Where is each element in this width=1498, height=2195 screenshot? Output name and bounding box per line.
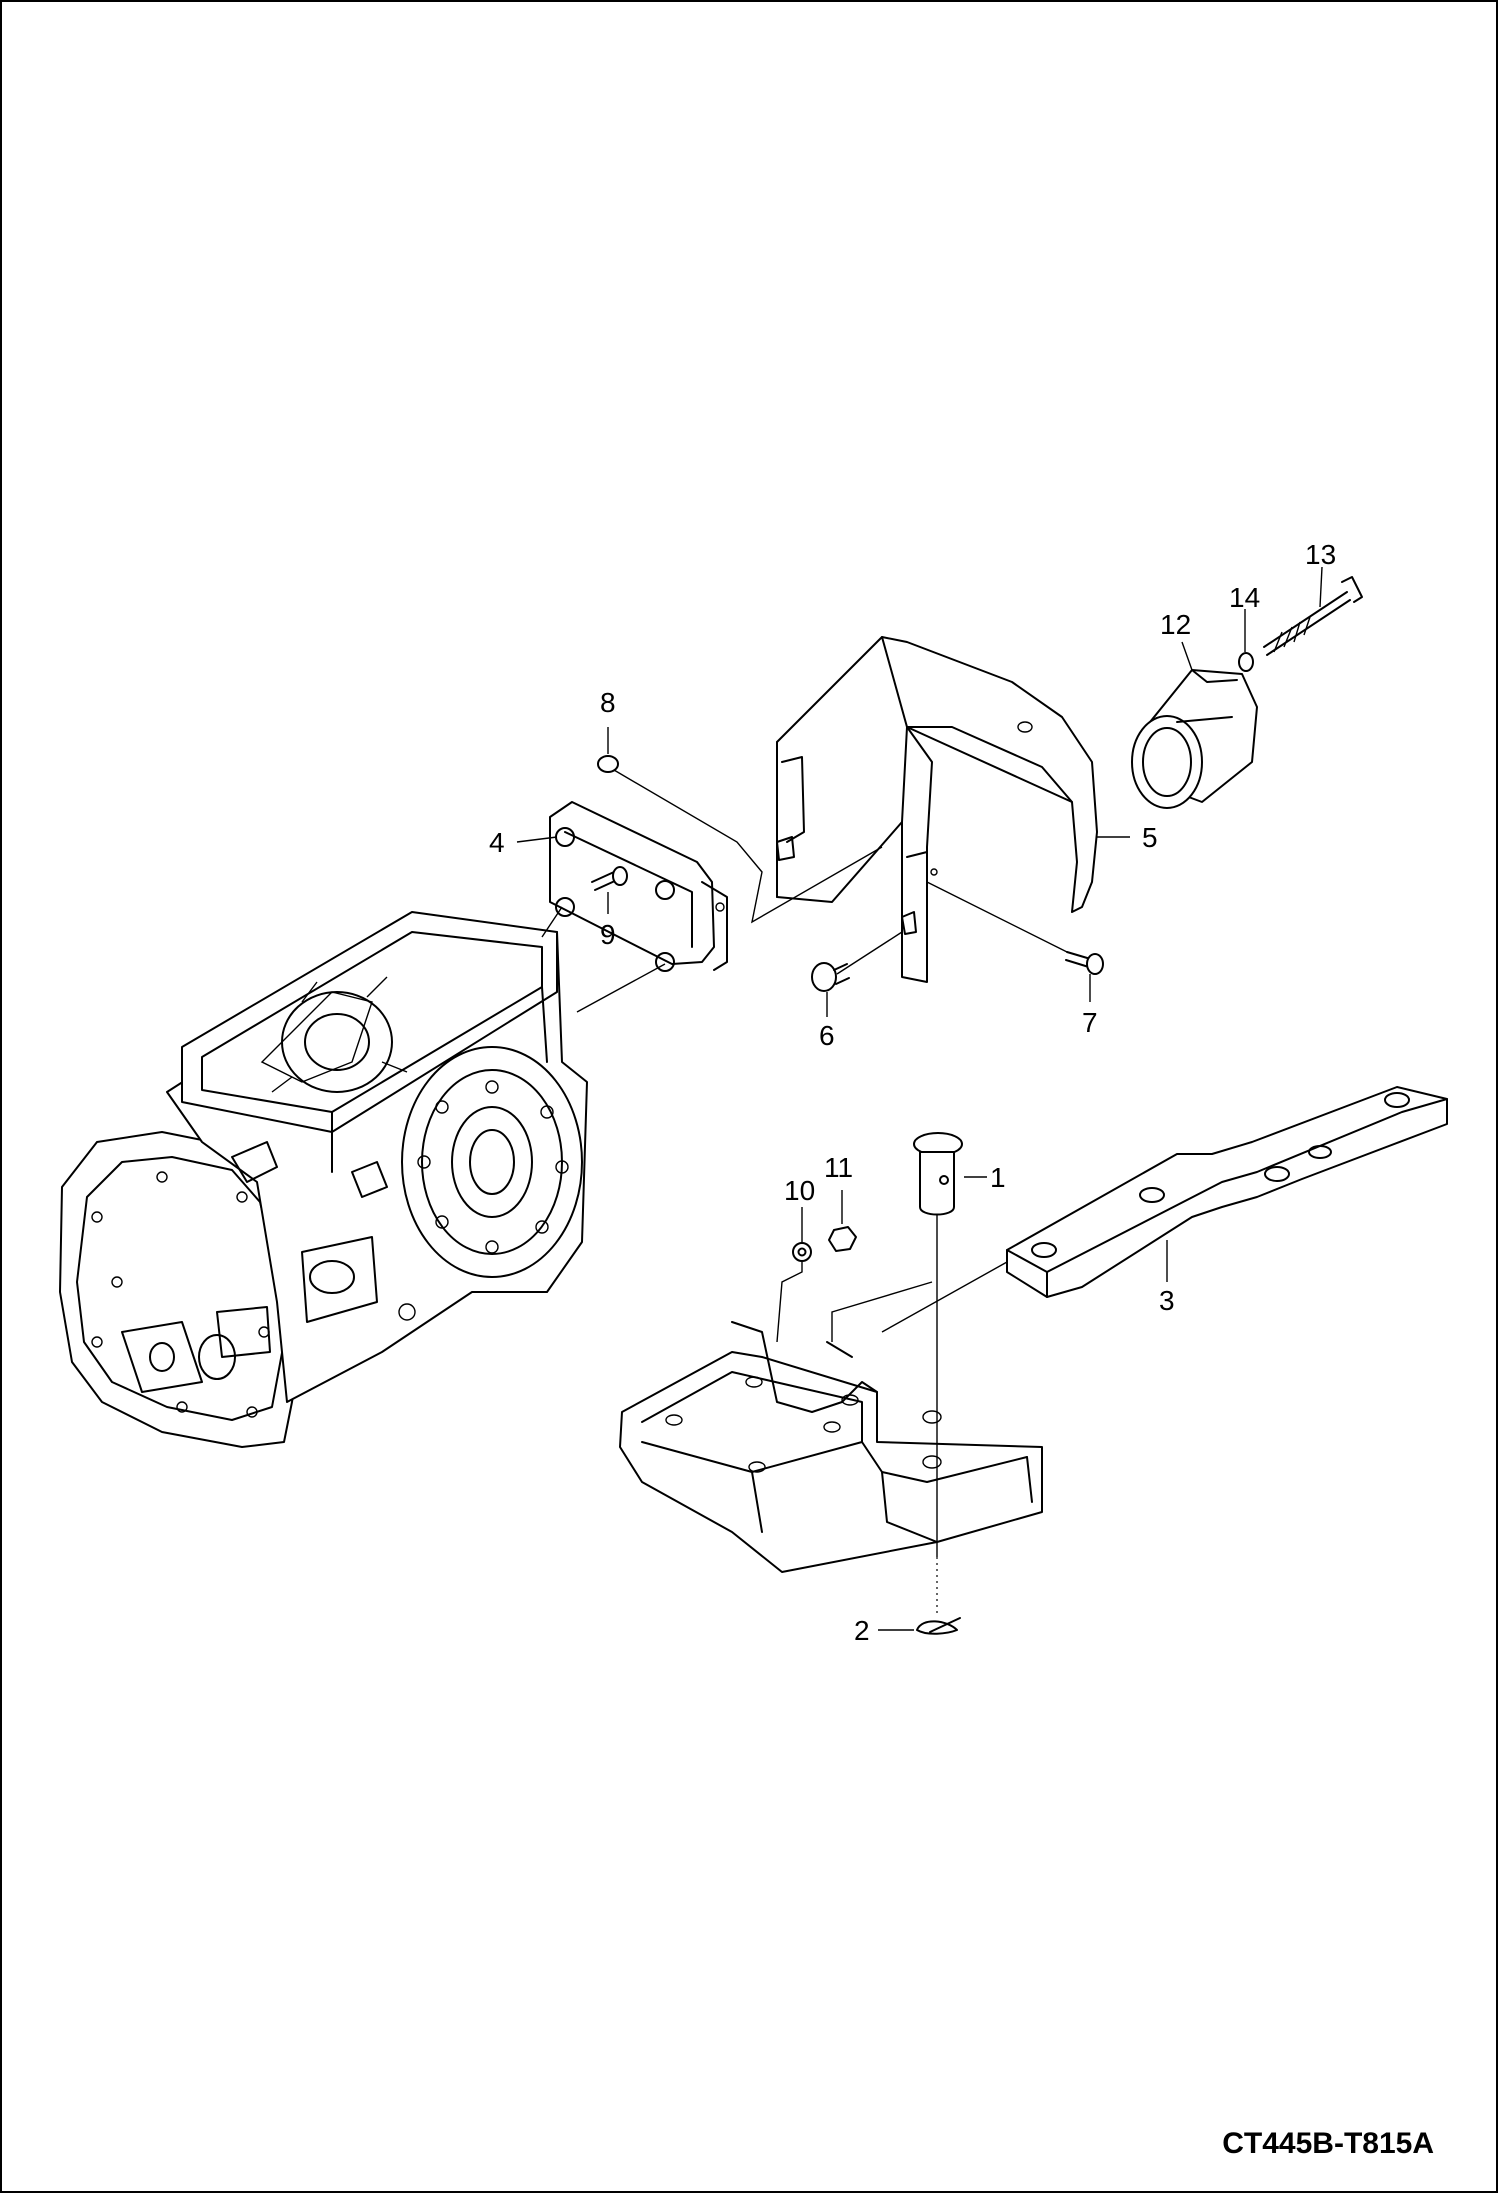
assembly-lines xyxy=(541,769,1068,1617)
callout-12: 12 xyxy=(1160,609,1191,640)
callout-8: 8 xyxy=(600,687,616,718)
callout-2: 2 xyxy=(854,1615,870,1646)
callout-13: 13 xyxy=(1305,539,1336,570)
drawing-reference-code: CT445B-T815A xyxy=(1222,2127,1434,2160)
cover-plate xyxy=(549,801,728,972)
callout-11: 11 xyxy=(824,1152,853,1183)
callout-3: 3 xyxy=(1159,1285,1175,1316)
fasteners xyxy=(591,755,1104,1635)
callout-6: 6 xyxy=(819,1020,835,1051)
bush-housing xyxy=(1131,669,1258,809)
callout-4: 4 xyxy=(489,827,505,858)
callout-5: 5 xyxy=(1142,822,1158,853)
callout-9: 9 xyxy=(600,919,616,950)
callout-10: 10 xyxy=(784,1175,815,1206)
callout-1: 1 xyxy=(990,1162,1006,1193)
callouts: 1 2 3 4 5 6 7 8 9 10 11 12 13 14 xyxy=(489,539,1336,1646)
transmission-housing xyxy=(59,911,588,1448)
shield-cover xyxy=(776,636,1098,983)
drawbar xyxy=(1006,1086,1448,1298)
callout-14: 14 xyxy=(1229,582,1260,613)
pin-rod xyxy=(1238,576,1363,672)
hitch-bracket xyxy=(619,1321,1043,1573)
callout-7: 7 xyxy=(1082,1007,1098,1038)
